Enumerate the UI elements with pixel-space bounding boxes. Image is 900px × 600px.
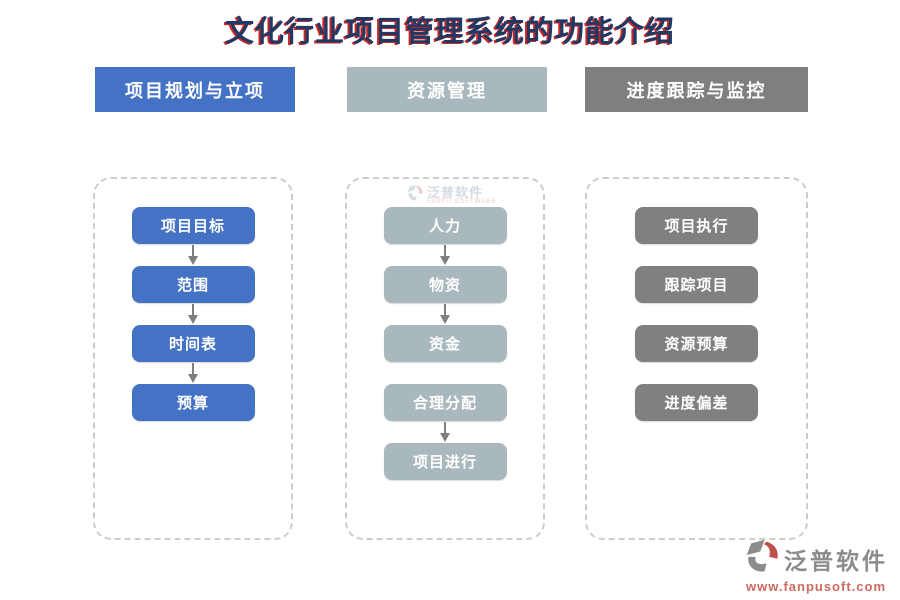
- flow-row: 跟踪项目: [587, 266, 806, 325]
- panel-tracking-items: 项目执行跟踪项目资源预算进度偏差: [587, 179, 806, 443]
- watermark: 泛普软件 FANPU SOFTWARE: [406, 184, 496, 207]
- flow-row: 范围: [95, 266, 291, 325]
- flow-row: 项目目标: [95, 207, 291, 266]
- watermark-text: 泛普软件: [427, 184, 484, 200]
- flow-node: 项目执行: [635, 207, 758, 244]
- footer-logo-name: 泛普软件: [784, 547, 888, 574]
- flow-row: 人力: [347, 207, 543, 266]
- arrow-down-icon: [439, 421, 451, 443]
- flow-node: 进度偏差: [635, 384, 758, 421]
- arrow-down-icon: [439, 244, 451, 266]
- arrow-down-icon: [187, 244, 199, 266]
- footer-logo-url: www.fanpusoft.com: [745, 579, 887, 594]
- flow-row: 资金: [347, 325, 543, 384]
- flow-node: 跟踪项目: [635, 266, 758, 303]
- page-title: 文化行业项目管理系统的功能介绍: [224, 16, 675, 48]
- arrow-down-icon: [187, 362, 199, 384]
- flow-node: 合理分配: [383, 384, 507, 421]
- flow-row: 项目进行: [347, 443, 543, 502]
- panel-planning: 项目目标范围时间表预算: [93, 177, 293, 540]
- flow-row: 资源预算: [587, 325, 806, 384]
- flow-node: 人力: [383, 207, 507, 244]
- flow-node: 预算: [131, 384, 255, 421]
- panel-resources: 人力物资资金合理分配项目进行: [345, 177, 545, 540]
- panel-tracking: 项目执行跟踪项目资源预算进度偏差: [585, 177, 808, 540]
- flow-row: 合理分配: [347, 384, 543, 443]
- flow-row: 物资: [347, 266, 543, 325]
- panel-planning-items: 项目目标范围时间表预算: [95, 179, 291, 443]
- flow-row: 项目执行: [587, 207, 806, 266]
- flow-row: 预算: [95, 384, 291, 443]
- column-header-resources: 资源管理: [347, 67, 547, 112]
- column-header-planning: 项目规划与立项: [95, 67, 295, 112]
- flow-node: 时间表: [131, 325, 255, 362]
- fanpu-logo-icon: [744, 538, 780, 579]
- arrow-down-icon: [439, 303, 451, 325]
- flow-node: 资源预算: [635, 325, 758, 362]
- flow-row: 进度偏差: [587, 384, 806, 443]
- panel-resources-items: 人力物资资金合理分配项目进行: [347, 179, 543, 502]
- watermark-subtext: FANPU SOFTWARE: [427, 198, 497, 205]
- arrow-down-icon: [187, 303, 199, 325]
- flow-node: 项目目标: [131, 207, 255, 244]
- flow-node: 项目进行: [383, 443, 507, 480]
- footer-logo: 泛普软件 www.fanpusoft.com: [744, 538, 888, 594]
- flow-node: 范围: [131, 266, 255, 303]
- column-header-tracking: 进度跟踪与监控: [585, 67, 808, 112]
- flow-node: 物资: [383, 266, 507, 303]
- flow-row: 时间表: [95, 325, 291, 384]
- watermark-logo-icon: [406, 184, 424, 207]
- flow-node: 资金: [383, 325, 507, 362]
